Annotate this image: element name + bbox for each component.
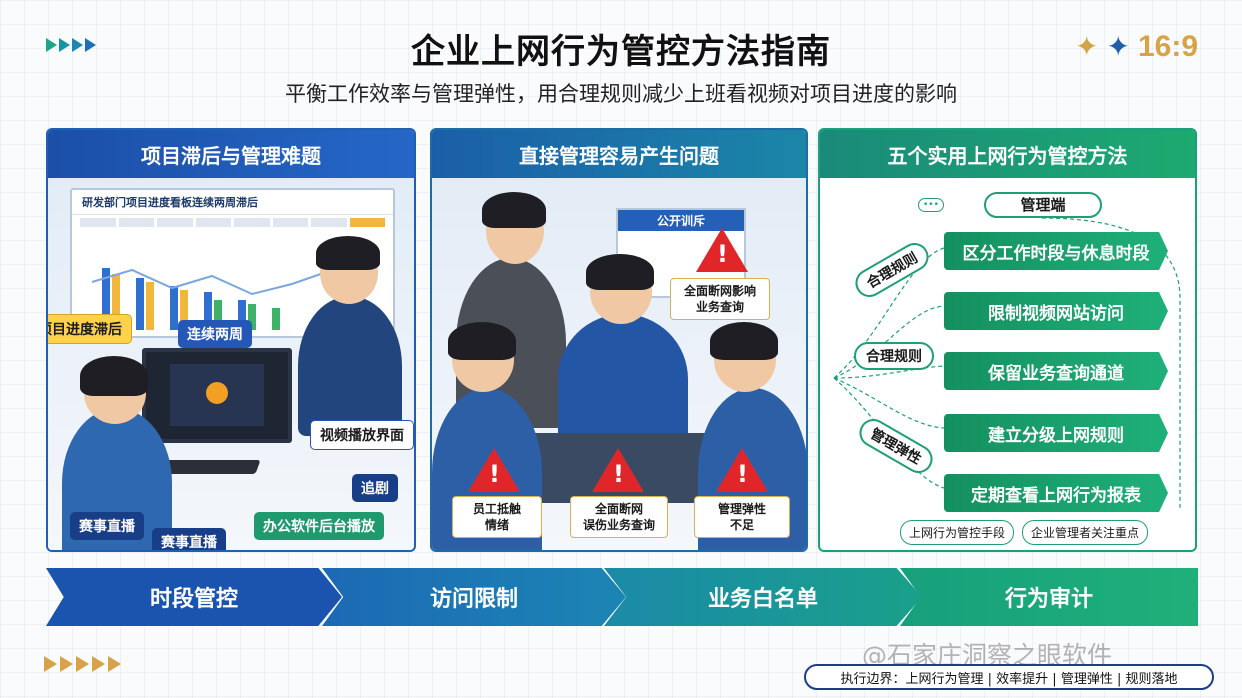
panel-methods: 五个实用上网行为管控方法 ••• 管理端 合理规则 合理规则 管理弹性 区分工作…	[818, 128, 1197, 552]
method-5: 定期查看上网行为报表	[944, 474, 1168, 512]
chevron-time-control: 时段管控	[46, 568, 342, 626]
dashboard-tabs	[72, 215, 393, 230]
warning-label-1: 全面断网影响业务查询	[670, 278, 770, 321]
standing-manager-hair	[482, 192, 546, 228]
manager-figure	[298, 296, 402, 436]
connector-lines	[833, 217, 1181, 508]
decorative-arrows-top	[46, 38, 96, 52]
bottom-tag-means: 上网行为管控手段	[900, 520, 1015, 545]
employee-right-hair	[710, 322, 778, 360]
label-sports-1: 赛事直播	[70, 512, 144, 540]
label-video-ui: 视频播放界面	[310, 420, 414, 450]
warning-icon	[592, 448, 644, 492]
panel-title: 项目滞后与管理难题	[48, 130, 414, 178]
warning-label-3: 全面断网误伤业务查询	[570, 496, 668, 539]
method-1: 区分工作时段与休息时段	[944, 232, 1168, 270]
computer-monitor	[142, 348, 292, 443]
warning-label-2: 员工抵触情绪	[452, 496, 542, 539]
employee-hair	[80, 356, 148, 396]
play-icon	[206, 382, 228, 404]
label-two-weeks: 连续两周	[178, 320, 252, 348]
sparkle-icon: ✦	[1106, 30, 1130, 63]
page-subtitle: 平衡工作效率与管理弹性，用合理规则减少上班看视频对项目进度的影响	[285, 82, 957, 106]
manager-hair	[316, 236, 380, 270]
warning-icon	[468, 448, 520, 492]
chevron-audit: 行为审计	[900, 568, 1198, 626]
ratio-text: 16:9	[1137, 30, 1198, 63]
board-title: 公开训斥	[618, 210, 744, 231]
seated-manager-figure	[558, 314, 688, 444]
panel-title: 直接管理容易产生问题	[432, 130, 806, 178]
warning-icon	[716, 448, 768, 492]
warning-icon	[696, 228, 748, 272]
page-title: 企业上网行为管控方法指南	[411, 32, 831, 72]
employee-left-hair	[448, 322, 516, 360]
panel-title: 五个实用上网行为管控方法	[820, 130, 1195, 178]
warning-label-4: 管理弹性不足	[694, 496, 790, 539]
mgmt-label: 管理端	[984, 192, 1102, 218]
method-3: 保留业务查询通道	[944, 352, 1168, 390]
seated-manager-hair	[586, 254, 654, 290]
method-4: 建立分级上网规则	[944, 414, 1168, 452]
label-office-bg: 办公软件后台播放	[254, 512, 384, 540]
method-2: 限制视频网站访问	[944, 292, 1168, 330]
bottom-tag-focus: 企业管理者关注重点	[1022, 520, 1149, 545]
panel-project-delay: 项目滞后与管理难题 研发部门项目进度看板连续两周滞后 项目进度滞后 连续两周	[46, 128, 416, 552]
aspect-ratio-badge: ✦ ✦ 16:9	[1075, 30, 1198, 64]
chevron-access-limit: 访问限制	[322, 568, 626, 626]
office-illustration: 研发部门项目进度看板连续两周滞后 项目进度滞后 连续两周	[48, 178, 414, 550]
label-delay: 项目进度滞后	[48, 314, 132, 344]
chevron-whitelist: 业务白名单	[604, 568, 922, 626]
decorative-arrows-bottom	[44, 656, 121, 672]
label-drama: 追剧	[352, 474, 398, 502]
footer-boundary: 执行边界：上网行为管理 | 效率提升 | 管理弹性 | 规则落地	[804, 664, 1214, 690]
dashboard-title: 研发部门项目进度看板连续两周滞后	[72, 190, 393, 215]
tag-placeholder: •••	[918, 198, 944, 212]
side-label-rule-2: 合理规则	[854, 342, 934, 370]
label-sports-2: 赛事直播	[152, 528, 226, 550]
sparkle-icon: ✦	[1075, 30, 1099, 63]
